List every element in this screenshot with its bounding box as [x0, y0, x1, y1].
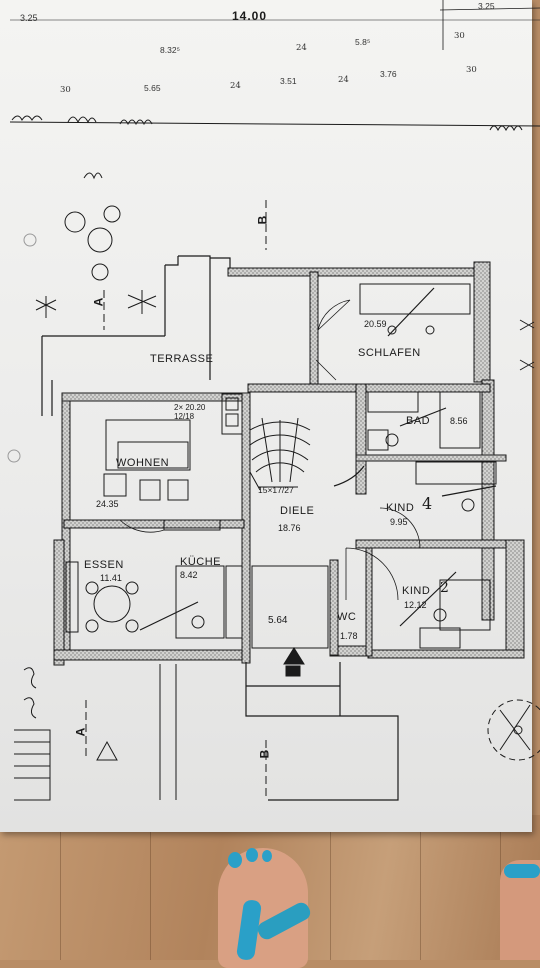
- area-diele: 18.76: [278, 523, 301, 533]
- area-essen: 11.41: [100, 573, 122, 583]
- dimension-label: 30: [466, 65, 477, 75]
- handnote-kind-2: 2: [440, 580, 449, 596]
- dimension-label: 8.32⁵: [160, 45, 181, 55]
- area-kuche: 8.42: [180, 570, 198, 580]
- floor-plan-sheet: 3.25 14.00 3.25 8.32⁵ 5.8⁵ 24 30 5.65 3.…: [0, 0, 540, 832]
- area-schlafen: 20.59: [364, 319, 387, 329]
- room-diele: DIELE: [280, 505, 315, 517]
- dimension-lines: [9, 0, 540, 132]
- section-marker: A: [91, 297, 106, 307]
- dimension-label: 30: [60, 85, 71, 95]
- section-marker: A: [73, 727, 88, 737]
- dimension-label: 24: [230, 81, 241, 91]
- binder-holes: [7, 233, 37, 463]
- stair-label: 15×17/27: [258, 485, 294, 495]
- top-dimension: 14.00: [232, 9, 268, 23]
- room-wohnen: WOHNEN: [116, 457, 170, 469]
- terrace-outline: [41, 255, 231, 416]
- dimension-label: 24: [338, 75, 349, 85]
- section-line: [85, 200, 267, 800]
- room-kuche: KÜCHE: [180, 556, 222, 568]
- dimension-label: 5.65: [144, 83, 161, 93]
- area-wohnen: 24.35: [96, 499, 119, 509]
- room-essen: ESSEN: [84, 559, 124, 571]
- dimension-label: 3.51: [280, 76, 297, 86]
- area-bad: 8.56: [450, 416, 468, 426]
- exterior-walls: [53, 261, 525, 666]
- top-right-dimension: 3.25: [478, 1, 495, 11]
- dimension-label: 5.8⁵: [355, 37, 371, 47]
- garden-symbols: [35, 172, 540, 761]
- dimension-label: 30: [454, 31, 465, 41]
- room-wc: WC: [337, 611, 357, 623]
- area-wc: 1.78: [340, 631, 358, 641]
- section-marker: B: [257, 749, 272, 759]
- room-bad: BAD: [406, 415, 431, 427]
- dimension-label: 3.76: [380, 69, 397, 79]
- interior-lines: [14, 283, 497, 801]
- room-kind-2: KIND: [402, 585, 431, 597]
- corner-label: 3.25: [20, 13, 38, 23]
- area-kind-2: 12.12: [404, 600, 427, 610]
- floor-plan-drawing: [7, 0, 540, 801]
- section-marker: B: [255, 215, 270, 225]
- room-kind-1: KIND: [386, 502, 415, 514]
- handnote-kind-1: 4: [422, 494, 433, 513]
- room-schlafen: SCHLAFEN: [358, 347, 421, 359]
- area-kind-1: 9.95: [390, 517, 408, 527]
- window-note: 2× 20.20 12/18: [174, 403, 206, 421]
- area-flur: 5.64: [268, 615, 288, 626]
- room-terrasse: TERRASSE: [150, 353, 214, 365]
- dimension-label: 24: [296, 43, 307, 53]
